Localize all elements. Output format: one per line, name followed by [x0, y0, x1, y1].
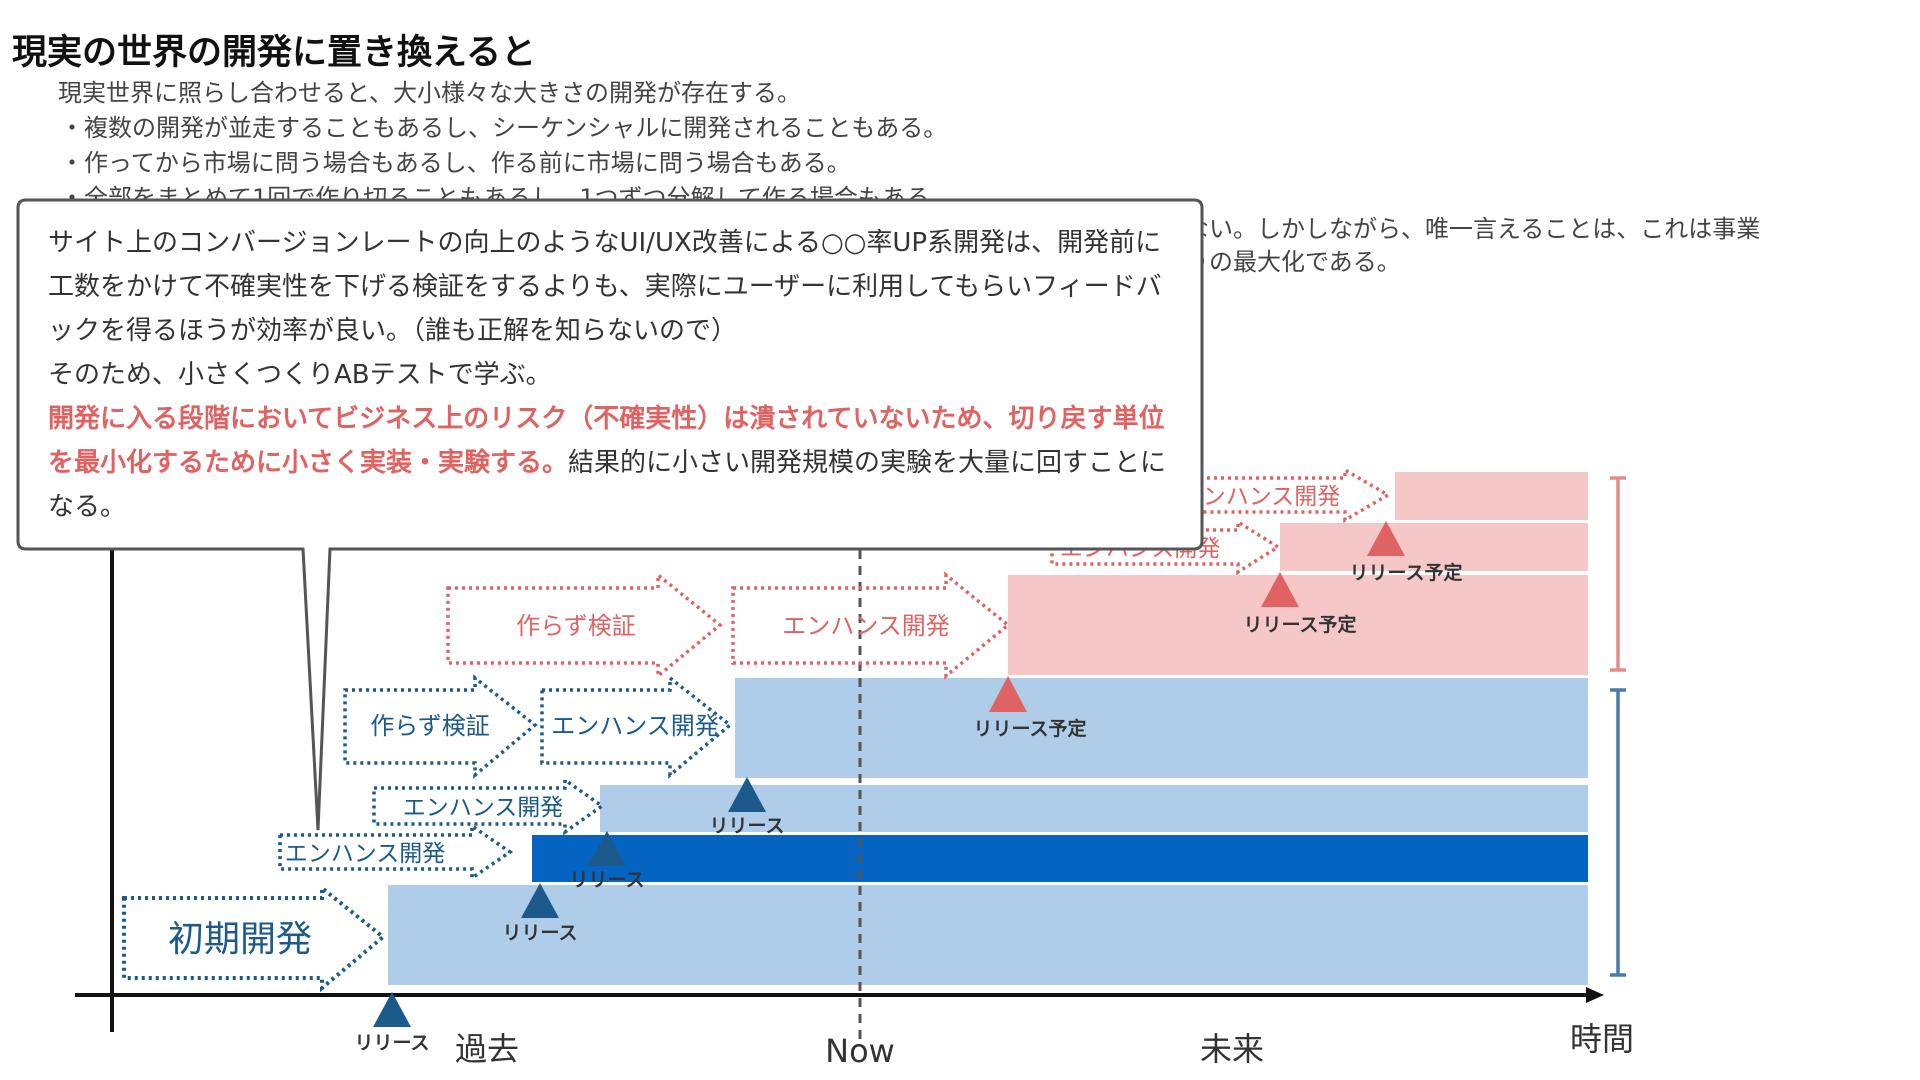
- intro-lead: 現実世界に照らし合わせると、大小様々な大きさの開発が存在する。: [58, 79, 802, 107]
- page-title: 現実の世界の開発に置き換えると: [12, 33, 536, 73]
- callout-line-3: 開発に入る段階においてビジネス上のリスク（不確実性）は潰されていないため、切り戻…: [48, 397, 1178, 529]
- arrow-enhance-red-3: エンハンス開発: [1156, 466, 1392, 524]
- red-bar-large: [1008, 575, 1588, 675]
- blue-bar-initial: [388, 885, 1588, 985]
- arrow-enhance-2: エンハンス開発: [372, 776, 606, 836]
- callout-line-1: サイト上のコンバージョンレートの向上のようなUI/UX改善による○○率UP系開発…: [48, 228, 1162, 346]
- intro-partial-line-2: りの最大化である。: [1185, 248, 1401, 276]
- intro-partial-line-1: ない。しかしながら、唯一言えることは、これは事業: [1185, 215, 1761, 243]
- arrow-label-enhance-red-3: エンハンス開発: [1180, 484, 1341, 510]
- callout-line-2: そのため、小さくつくりABテストで学ぶ。: [48, 360, 552, 390]
- planned-release-label-3: リリース予定: [1349, 561, 1462, 584]
- arrow-initial-development: 初期開発: [122, 883, 387, 993]
- planned-release-marker-3: リリース予定: [1349, 521, 1463, 584]
- planned-release-triangle-icon: [1261, 572, 1299, 607]
- axis-label-time: 時間: [1570, 1020, 1634, 1058]
- release-marker-4: リリース: [709, 777, 785, 837]
- callout-highlight: 開発に入る段階においてビジネス上のリスク（不確実性）は潰されていないため、切り戻…: [48, 404, 1165, 478]
- release-triangle-icon: [521, 883, 559, 918]
- intro-bullet-2: ・作ってから市場に問う場合もあるし、作る前に市場に問う場合もある。: [60, 149, 851, 177]
- planned-release-triangle-icon: [1367, 521, 1405, 556]
- red-bar-mid: [1280, 523, 1588, 571]
- planned-release-label-2: リリース予定: [1243, 613, 1356, 636]
- release-marker-2: リリース: [502, 883, 578, 944]
- axis-label-future: 未来: [1200, 1030, 1264, 1068]
- release-label-2: リリース: [502, 922, 577, 944]
- release-label-4: リリース: [709, 815, 784, 837]
- arrow-verify-red: 作らず検証: [446, 571, 723, 680]
- blue-bar-large: [735, 678, 1588, 778]
- red-bar-top: [1395, 472, 1588, 520]
- release-label-1: リリース: [354, 1032, 429, 1054]
- release-triangle-icon: [728, 777, 766, 812]
- arrow-enhance-3: エンハンス開発: [540, 674, 733, 779]
- planned-release-marker-2: リリース予定: [1243, 572, 1357, 636]
- planned-release-triangle-icon: [989, 676, 1027, 712]
- release-triangle-icon: [373, 992, 411, 1027]
- callout-box: [16, 198, 1204, 831]
- arrow-enhance-1: エンハンス開発: [278, 822, 514, 882]
- callout-text: サイト上のコンバージョンレートの向上のようなUI/UX改善による○○率UP系開発…: [48, 221, 1178, 529]
- arrow-enhance-red-1: エンハンス開発: [731, 571, 1011, 680]
- arrow-verify-blue: 作らず検証: [343, 674, 538, 779]
- blue-bar-dark: [532, 835, 1588, 882]
- release-marker-3: リリース: [569, 831, 645, 891]
- arrow-label-verify-red: 作らず検証: [516, 612, 636, 640]
- axis-label-past: 過去: [455, 1030, 519, 1068]
- release-label-3: リリース: [569, 869, 644, 891]
- intro-hidden-paragraph: ない。しかしながら、唯一言えることは、これは事業 りの最大化である。: [1185, 213, 1760, 279]
- release-marker-1: リリース: [354, 992, 430, 1054]
- bracket-actual: [1610, 688, 1626, 977]
- arrow-label-enhance-1: エンハンス開発: [285, 841, 446, 867]
- planned-release-marker-1: リリース予定: [973, 676, 1087, 740]
- release-triangle-icon: [588, 831, 626, 866]
- arrow-label-enhance-2: エンハンス開発: [403, 795, 564, 821]
- bracket-planned: [1610, 476, 1626, 672]
- planned-release-label-1: リリース予定: [973, 717, 1086, 740]
- x-axis-arrowhead: [1586, 987, 1604, 1003]
- intro-bullet-1: ・複数の開発が並走することもあるし、シーケンシャルに開発されることもある。: [60, 114, 948, 142]
- arrow-label-enhance-3: エンハンス開発: [551, 712, 719, 740]
- arrow-label-verify-blue: 作らず検証: [370, 712, 490, 740]
- callout-tail: 結果的に小さい開発規模の実験を大量に回すことになる。: [48, 448, 1167, 522]
- arrow-label-enhance-red-1: エンハンス開発: [782, 612, 950, 640]
- arrow-label-initial: 初期開発: [168, 919, 312, 960]
- axis-label-now: Now: [825, 1032, 895, 1070]
- blue-bar-enhance: [600, 785, 1588, 832]
